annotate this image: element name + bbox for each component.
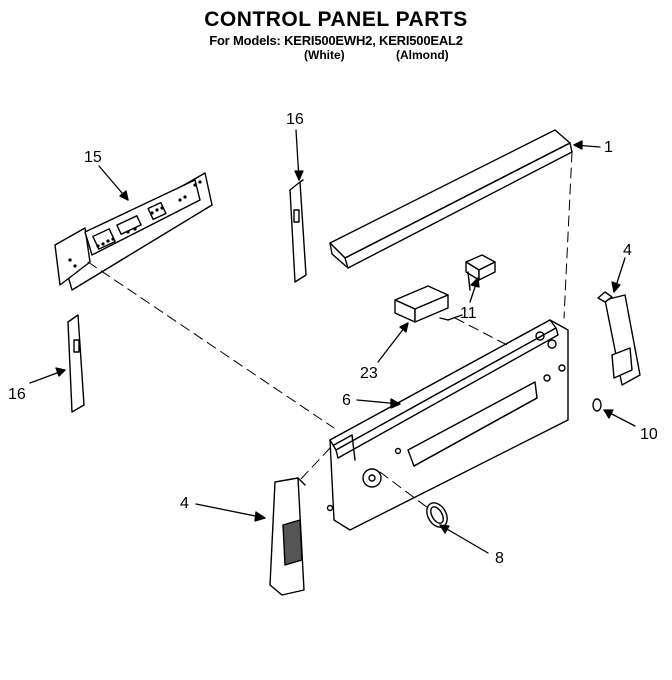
color-white-label: (White) <box>304 48 345 62</box>
part-16-bracket-top <box>289 179 307 283</box>
callout-4-right: 4 <box>623 242 632 259</box>
part-15-control-board <box>54 172 213 291</box>
callout-16-top: 16 <box>286 111 304 128</box>
callout-1: 1 <box>604 139 613 156</box>
diagram-title: CONTROL PANEL PARTS <box>204 8 468 31</box>
color-almond-label: (Almond) <box>396 48 449 62</box>
callout-6: 6 <box>342 392 351 409</box>
part-11-switch <box>465 254 496 291</box>
callout-15: 15 <box>84 149 102 166</box>
part-4-end-cap-right <box>597 291 641 386</box>
callout-16-left: 16 <box>8 386 26 403</box>
part-16-bracket-left <box>67 314 85 413</box>
part-6-control-panel <box>326 319 569 531</box>
part-4-end-cap-left <box>269 477 306 596</box>
part-23-oven-control <box>394 285 463 323</box>
models-line: For Models: KERI500EWH2, KERI500EAL2 <box>209 33 463 48</box>
assembly-guide-lines <box>87 151 573 509</box>
callout-23: 23 <box>360 365 378 382</box>
part-1-trim-strip <box>329 129 573 269</box>
part-10-nut <box>592 398 602 412</box>
callout-4-left: 4 <box>180 495 189 512</box>
callout-10: 10 <box>640 426 658 443</box>
callout-leaders <box>29 129 636 554</box>
callout-11: 11 <box>460 305 477 322</box>
callout-8: 8 <box>495 550 504 567</box>
